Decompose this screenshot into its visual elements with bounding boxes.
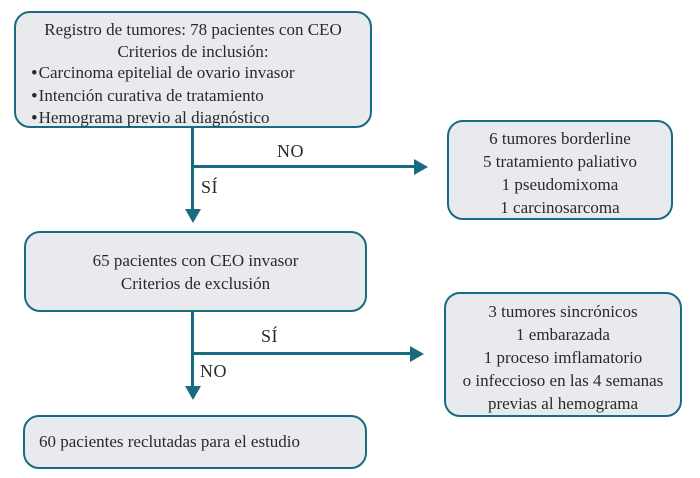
excluded-exclusion-box: 3 tumores sincrónicos 1 embarazada 1 pro… <box>444 292 682 417</box>
branch2-no-label: NO <box>200 361 227 381</box>
excluded-item-inflammatory-3: previas al hemograma <box>487 394 639 413</box>
exclusion-criteria-heading: Criterios de exclusión <box>120 273 271 293</box>
excluded-item-carcinosarcoma: 1 carcinosarcoma <box>500 198 620 217</box>
registry-inclusion-box: Registro de tumores: 78 pacientes con CE… <box>14 11 372 130</box>
excluded-item-borderline: 6 tumores borderline <box>489 129 631 148</box>
arrow-right-icon <box>414 158 428 175</box>
registry-title: Registro de tumores: 78 pacientes con CE… <box>44 20 342 39</box>
excluded-item-palliative: 5 tratamiento paliativo <box>483 152 637 171</box>
inclusion-criterion-3-text: Hemograma previo al diagnóstico <box>38 108 270 127</box>
bullet-icon: • <box>31 108 38 129</box>
connector-horizontal-2 <box>191 352 411 355</box>
inclusion-criterion-1: •Carcinoma epitelial de ovario invasor <box>24 62 362 85</box>
excluded-item-inflammatory-1: 1 proceso imflamatorio <box>483 348 643 367</box>
excluded-item-pseudomyxoma: 1 pseudomixoma <box>501 175 619 194</box>
invasive-count-line: 65 pacientes con CEO invasor <box>92 250 299 270</box>
excluded-item-inflammatory-2: o infeccioso en las 4 semanas <box>462 371 664 390</box>
inclusion-criteria-heading: Criterios de inclusión: <box>117 41 269 61</box>
excluded-item-pregnant: 1 embarazada <box>516 325 610 344</box>
final-recruited-text: 60 pacientes reclutadas para el estudio <box>39 432 301 451</box>
bullet-icon: • <box>31 85 38 107</box>
invasive-ceo-box: 65 pacientes con CEO invasor Criterios d… <box>24 231 367 312</box>
inclusion-criterion-1-text: Carcinoma epitelial de ovario invasor <box>38 63 295 82</box>
bullet-icon: • <box>31 63 38 84</box>
branch2-si-label: SÍ <box>261 326 279 346</box>
arrow-down-icon <box>184 209 201 223</box>
inclusion-criterion-3: •Hemograma previo al diagnóstico <box>24 107 362 130</box>
final-recruited-box: 60 pacientes reclutadas para el estudio <box>23 415 367 469</box>
excluded-inclusion-box: 6 tumores borderline 5 tratamiento palia… <box>447 120 673 220</box>
arrow-right-icon <box>410 345 424 362</box>
inclusion-criterion-2: •Intención curativa de tratamiento <box>24 85 362 108</box>
branch1-si-label: SÍ <box>201 177 219 197</box>
excluded-item-synchronous: 3 tumores sincrónicos <box>488 302 638 321</box>
connector-vertical-1 <box>191 126 194 211</box>
branch1-no-label: NO <box>277 141 304 161</box>
arrow-down-icon <box>184 386 201 400</box>
connector-horizontal-1 <box>191 165 415 168</box>
inclusion-criterion-2-text: Intención curativa de tratamiento <box>38 85 264 105</box>
connector-vertical-2 <box>191 310 194 388</box>
